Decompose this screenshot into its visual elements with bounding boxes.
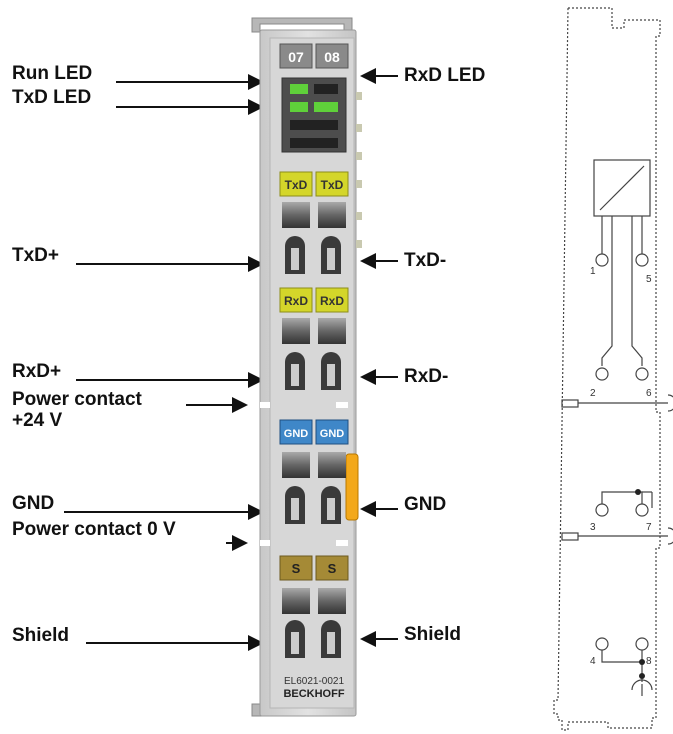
gnd-tag-right: [315, 419, 349, 445]
rxd-minus-label: RxD-: [404, 366, 449, 387]
schematic-outline: [553, 7, 661, 731]
gnd-left-label: GND: [12, 493, 55, 514]
top-rail-clip: [251, 17, 353, 33]
terminal-pair-rxd: [282, 318, 346, 390]
orange-tab: [345, 453, 359, 521]
pin-7: 7: [646, 522, 652, 533]
shield-tag-left: [279, 555, 313, 581]
terminal-pair-gnd: [282, 452, 346, 524]
rxd-led-label: RxD LED: [404, 65, 486, 86]
txd-tag-right: [315, 171, 349, 197]
run-led: [290, 84, 308, 94]
gnd-right-label: GND: [404, 494, 447, 515]
gnd-tag-right-text: GND: [320, 428, 345, 440]
gnd-tag-left: [279, 419, 313, 445]
rxd-tag-right: [315, 287, 349, 313]
pin-2: 2: [590, 388, 596, 399]
shield-left-label: Shield: [12, 625, 70, 646]
run-led-label: Run LED: [12, 63, 93, 84]
pin-3: 3: [590, 522, 596, 533]
power-contact-24v-label: Power contact: [12, 389, 142, 410]
txd-minus-label: TxD-: [404, 250, 447, 271]
shield-tag-right-text: S: [328, 561, 337, 576]
txd-tag-left: [279, 171, 313, 197]
pin-8: 8: [646, 656, 652, 667]
model-text: EL6021-0021: [284, 676, 344, 687]
power-contact-0v-label: Power contact 0 V: [12, 519, 176, 540]
power-contact-24v-value: +24 V: [12, 410, 63, 431]
txd-led-label: TxD LED: [12, 87, 92, 108]
rxd-tag-left: [279, 287, 313, 313]
rxd-tag-left-text: RxD: [284, 294, 308, 308]
txd-tag-left-text: TxD: [285, 178, 308, 192]
pin-1: 1: [590, 266, 596, 277]
shield-tag-left-text: S: [292, 561, 301, 576]
pin-5: 5: [646, 274, 652, 285]
rxd-tag-right-text: RxD: [320, 294, 344, 308]
shield-tag-right: [315, 555, 349, 581]
pin-4: 4: [590, 656, 596, 667]
rxd-plus-label: RxD+: [12, 361, 62, 382]
channel-number-right: 08: [324, 49, 340, 65]
terminal-pair-txd: [282, 202, 346, 274]
txd-plus-label: TxD+: [12, 245, 59, 266]
shield-right-label: Shield: [404, 624, 462, 645]
rxd-led: [314, 102, 338, 112]
txd-tag-right-text: TxD: [321, 178, 344, 192]
terminal-pair-shield: [282, 588, 346, 658]
gnd-tag-left-text: GND: [284, 428, 309, 440]
channel-number-left: 07: [288, 49, 304, 65]
txd-led: [290, 102, 308, 112]
pin-6: 6: [646, 388, 652, 399]
brand-text: BECKHOFF: [283, 688, 344, 700]
